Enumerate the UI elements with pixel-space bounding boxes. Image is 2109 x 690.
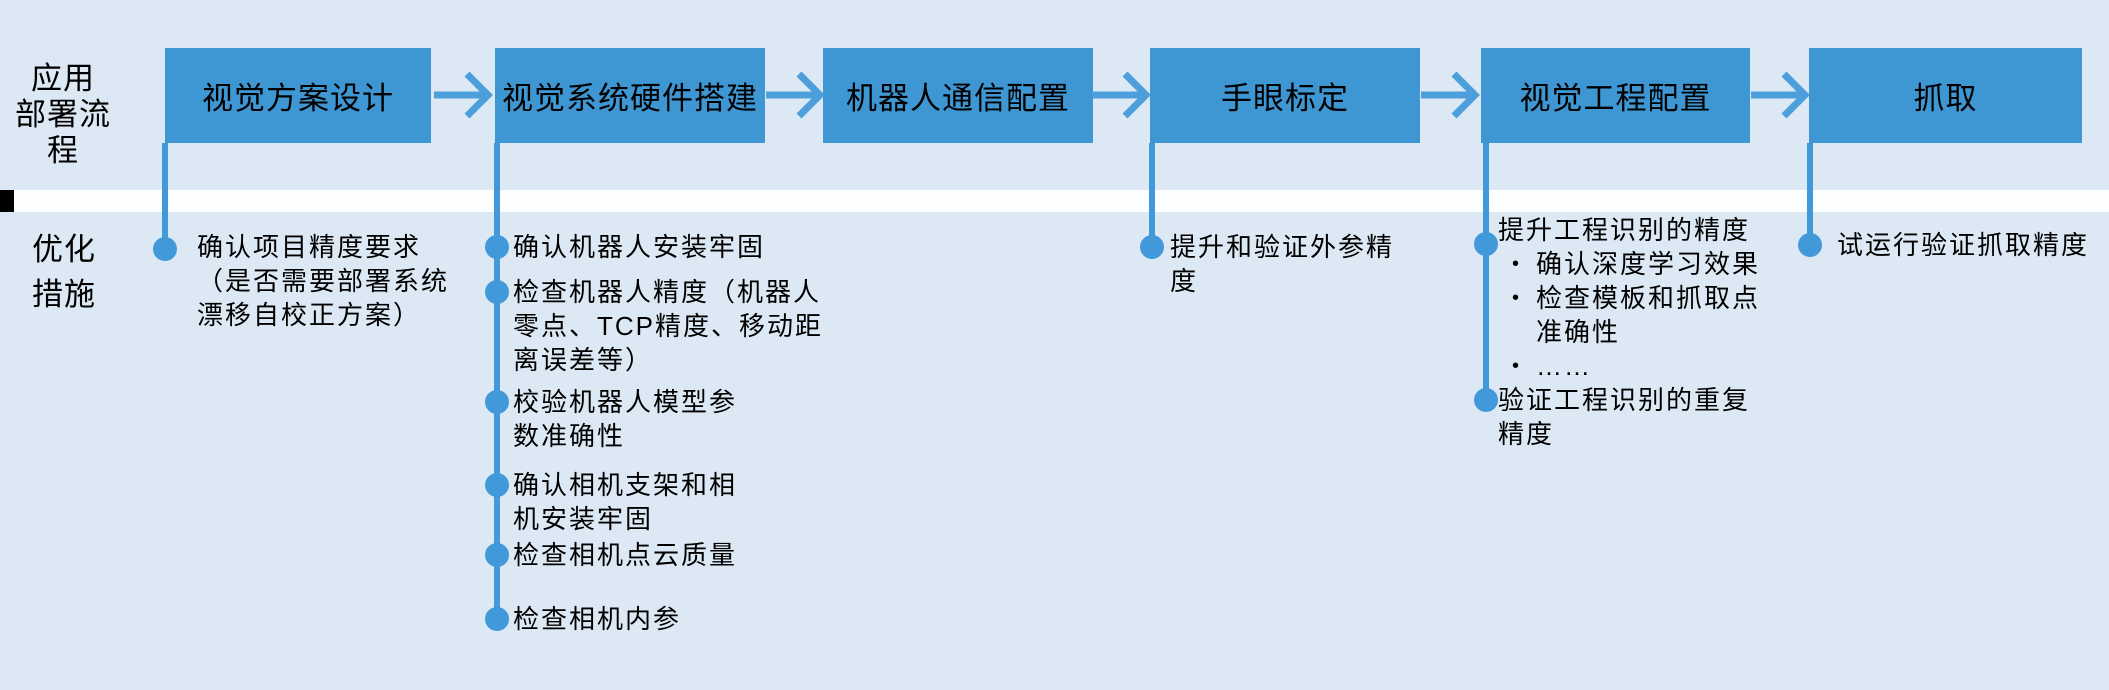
flow-step-box-vision-project-config: 视觉工程配置 <box>1481 48 1750 143</box>
right-arrow-icon <box>766 71 825 119</box>
optimization-item-text: 检查机器人精度（机器人 <box>513 277 822 307</box>
optimization-item-text: 提升工程识别的精度 <box>1498 215 1751 245</box>
optimization-item-text: 离误差等） <box>513 345 654 375</box>
timeline-dot-icon <box>153 237 177 261</box>
optimization-item: 检查机器人精度（机器人零点、TCP精度、移动距离误差等） <box>513 275 823 377</box>
timeline-dot-icon <box>485 607 509 631</box>
flow-row-label-line2: 部署流程 <box>15 97 111 168</box>
optimization-row-label-line1: 优化 <box>32 232 96 267</box>
right-arrow-icon <box>1421 71 1480 119</box>
timeline-dot-icon <box>485 543 509 567</box>
timeline-dot-icon <box>485 235 509 259</box>
optimization-item: 验证工程识别的重复精度 <box>1498 383 1750 451</box>
optimization-item: 确认相机支架和相机安装牢固 <box>513 468 737 536</box>
optimization-item: 确认项目精度要求 （是否需要部署系统漂移自校正方案） <box>197 230 449 332</box>
optimization-item-text: 机安装牢固 <box>513 504 654 534</box>
timeline-connector-line <box>494 143 500 622</box>
flow-step-label: 视觉系统硬件搭建 <box>502 81 758 116</box>
optimization-item: 检查相机内参 <box>513 602 681 636</box>
optimization-sub-item-text: •确认深度学习效果 <box>1512 249 1761 279</box>
flow-step-label: 视觉方案设计 <box>202 81 394 116</box>
flow-row-label-line1: 应用 <box>31 61 95 96</box>
right-arrow-icon <box>434 71 493 119</box>
sub-bullet-icon: • <box>1512 355 1522 377</box>
optimization-sub-item-text: •…… <box>1512 351 1592 381</box>
flow-step-label: 手眼标定 <box>1221 81 1349 116</box>
optimization-item-text: （是否需要部署系统 <box>197 266 450 296</box>
optimization-sub-item-text: •检查模板和抓取点 <box>1512 283 1761 313</box>
optimization-item-text: 零点、TCP精度、移动距 <box>513 311 824 341</box>
flow-step-box-picking: 抓取 <box>1809 48 2082 143</box>
optimization-item-text: 试运行验证抓取精度 <box>1837 230 2090 260</box>
timeline-dot-icon <box>485 280 509 304</box>
optimization-item-text: 数准确性 <box>513 421 626 451</box>
timeline-dot-icon <box>1798 233 1822 257</box>
optimization-item-text: 检查相机点云质量 <box>513 540 738 570</box>
timeline-dot-icon <box>1474 232 1498 256</box>
optimization-row-label: 优化 措施 <box>32 227 96 317</box>
flow-row-label: 应用 部署流程 <box>4 61 122 169</box>
timeline-dot-icon <box>485 473 509 497</box>
optimization-item-text: 漂移自校正方案） <box>197 300 422 330</box>
sub-bullet-icon: • <box>1512 287 1522 309</box>
timeline-connector-line <box>1149 143 1155 250</box>
flow-step-box-robot-communication-config: 机器人通信配置 <box>823 48 1093 143</box>
optimization-item: 确认机器人安装牢固 <box>513 230 765 264</box>
optimization-row-label-line2: 措施 <box>32 277 96 312</box>
timeline-dot-icon <box>1474 388 1498 412</box>
optimization-item-text: 确认项目精度要求 <box>197 232 422 262</box>
flow-step-box-hand-eye-calibration: 手眼标定 <box>1150 48 1420 143</box>
row-divider-stripe <box>0 190 2109 212</box>
optimization-sub-item-text: 准确性 <box>1536 317 1621 347</box>
flow-step-box-vision-solution-design: 视觉方案设计 <box>165 48 431 143</box>
flow-step-label: 视觉工程配置 <box>1519 81 1712 116</box>
optimization-item: 试运行验证抓取精度 <box>1837 228 2089 262</box>
flow-step-box-vision-hardware-setup: 视觉系统硬件搭建 <box>495 48 765 143</box>
optimization-item-text: 提升和验证外参精 <box>1170 232 1395 262</box>
timeline-connector-line <box>162 143 168 252</box>
optimization-item-text: 确认相机支架和相 <box>513 470 738 500</box>
flow-step-label: 抓取 <box>1913 81 1978 116</box>
optimization-item-text: 精度 <box>1498 419 1555 449</box>
optimization-item-text: 度 <box>1170 266 1199 296</box>
flow-step-label: 机器人通信配置 <box>846 81 1070 116</box>
optimization-item: 提升工程识别的精度 •确认深度学习效果 •检查模板和抓取点准确性 •…… <box>1498 213 1760 383</box>
timeline-connector-line <box>1483 143 1489 403</box>
optimization-item: 检查相机点云质量 <box>513 538 737 572</box>
right-arrow-icon <box>1092 71 1151 119</box>
left-edge-black-marker <box>0 190 14 212</box>
optimization-item-text: 校验机器人模型参 <box>513 387 738 417</box>
right-arrow-icon <box>1751 71 1810 119</box>
optimization-item-text: 检查相机内参 <box>513 604 682 634</box>
optimization-item-text: 确认机器人安装牢固 <box>513 232 766 262</box>
sub-bullet-icon: • <box>1512 253 1522 275</box>
optimization-item: 校验机器人模型参数准确性 <box>513 385 737 453</box>
timeline-dot-icon <box>485 390 509 414</box>
optimization-item-text: 验证工程识别的重复 <box>1498 385 1751 415</box>
timeline-connector-line <box>1807 143 1813 248</box>
timeline-dot-icon <box>1140 235 1164 259</box>
optimization-item: 提升和验证外参精度 <box>1170 230 1394 298</box>
